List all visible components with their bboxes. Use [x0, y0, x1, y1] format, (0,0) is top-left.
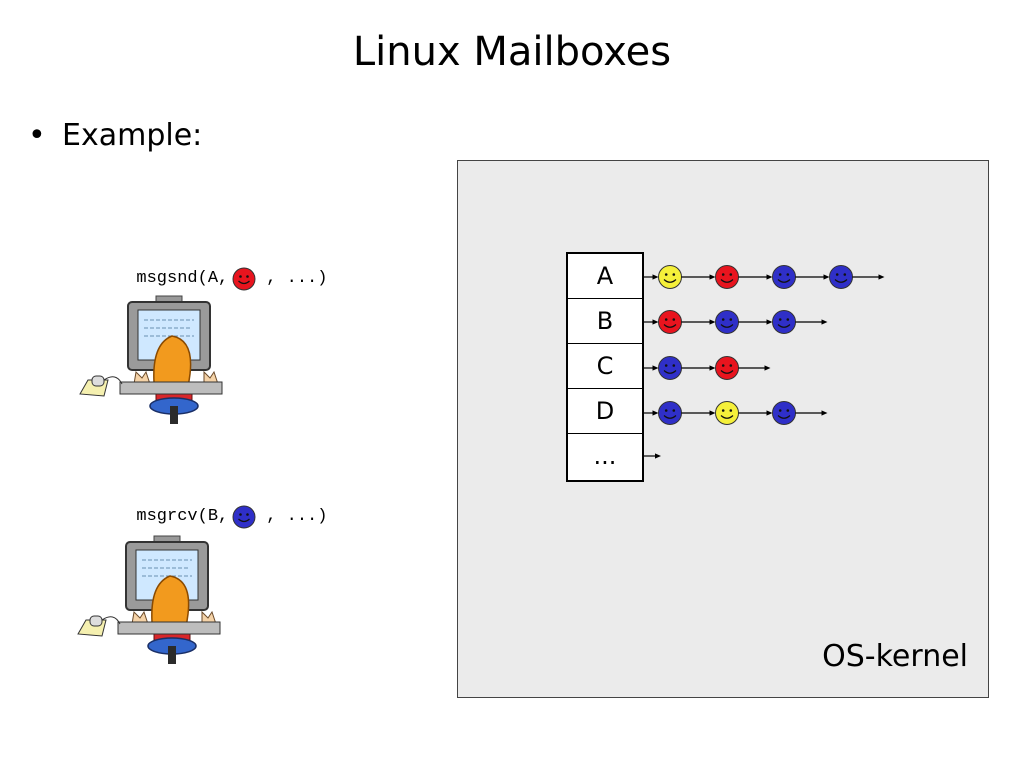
message-queues [643, 265, 885, 459]
queue-arrow [738, 365, 771, 371]
queue-arrow [643, 365, 659, 371]
queue-arrow [738, 410, 773, 416]
queue-arrow [681, 319, 716, 325]
blue-smiley-message [772, 265, 796, 289]
mailbox-d: D [568, 389, 642, 434]
user-at-computer-icon [79, 295, 223, 424]
bullet-text: Example: [62, 118, 203, 153]
queue-arrow [738, 274, 773, 280]
msgsnd-suffix: , ...) [266, 269, 328, 288]
queue-arrow [681, 365, 716, 371]
blue-smiley-message [772, 310, 796, 334]
queue-arrow [738, 319, 773, 325]
blue-smiley-message [658, 401, 682, 425]
red-smiley-message [715, 265, 739, 289]
queue-arrow [643, 453, 661, 459]
os-kernel-label: OS-kernel [822, 639, 968, 674]
red-smiley-icon [232, 267, 256, 291]
queue-arrow [795, 319, 828, 325]
slide-title: Linux Mailboxes [352, 29, 672, 75]
msgrcv-prefix: msgrcv(B, [136, 507, 229, 526]
blue-smiley-message [772, 401, 796, 425]
queue-arrow [795, 410, 828, 416]
red-smiley-message [715, 356, 739, 380]
blue-smiley-message [829, 265, 853, 289]
queue-arrow [681, 410, 716, 416]
mailbox-b: B [568, 299, 642, 344]
mailbox-a: A [568, 254, 642, 299]
mailbox-table: A B C D ... [566, 252, 644, 482]
queue-arrow [643, 319, 659, 325]
blue-smiley-icon [232, 505, 256, 529]
os-kernel-box: A B C D ... OS-kernel [457, 160, 989, 698]
queue-arrow [643, 410, 659, 416]
queue-arrow [643, 274, 659, 280]
mailbox-more: ... [593, 442, 617, 470]
yellow-smiley-message [658, 265, 682, 289]
blue-smiley-message [715, 310, 739, 334]
queue-arrow [795, 274, 830, 280]
mailbox-c: C [568, 344, 642, 389]
msgrcv-call: msgrcv(B, , ...) [116, 481, 327, 530]
red-smiley-message [658, 310, 682, 334]
user-at-computer-icon [77, 535, 221, 664]
msgsnd-prefix: msgsnd(A, [136, 269, 229, 288]
bullet-dot: • [28, 118, 46, 153]
yellow-smiley-message [715, 401, 739, 425]
queue-arrow [852, 274, 885, 280]
bullet-example: • Example: [28, 116, 202, 156]
msgsnd-call: msgsnd(A, , ...) [116, 243, 327, 292]
blue-smiley-message [658, 356, 682, 380]
queue-arrow [681, 274, 716, 280]
msgrcv-suffix: , ...) [266, 507, 328, 526]
